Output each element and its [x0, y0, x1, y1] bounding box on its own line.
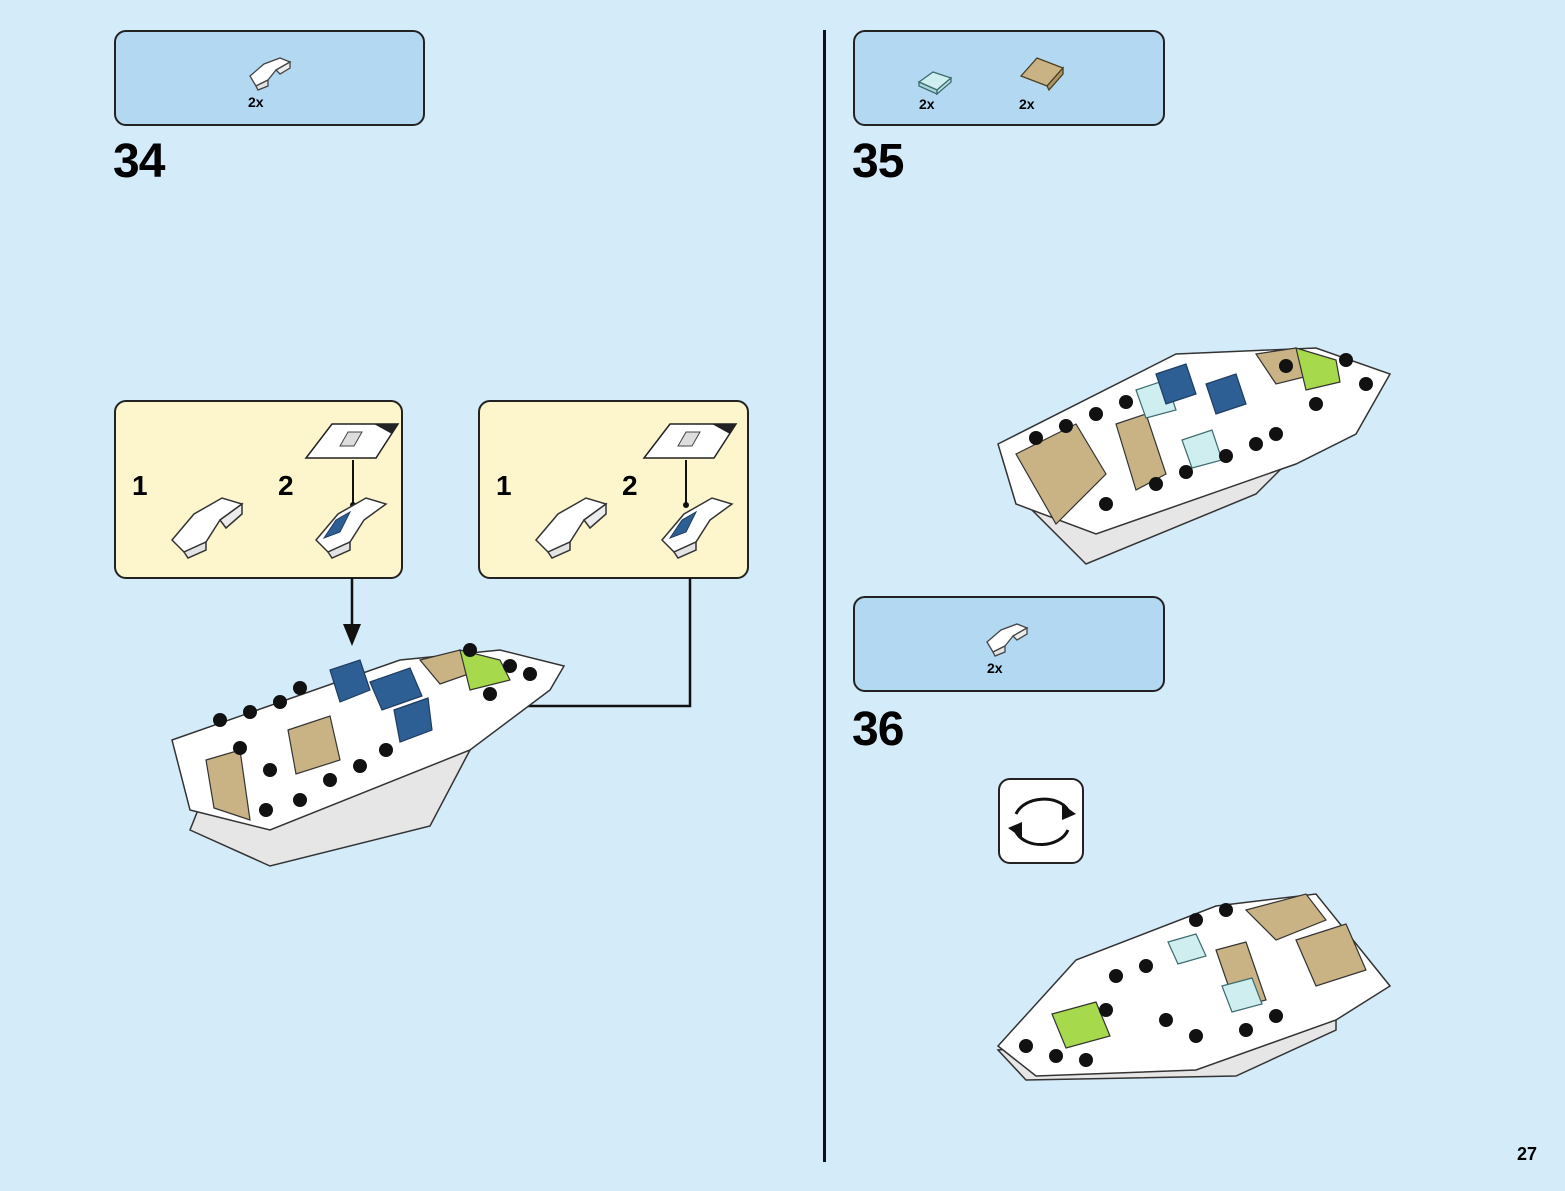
substep-number: 1 [496, 470, 512, 501]
sticker-sheet-icon [642, 423, 738, 459]
step-35-parts-box: 2x 2x [853, 30, 1165, 126]
boat-model-step-34 [171, 643, 566, 867]
boat-model-step-36 [996, 893, 1392, 1081]
submodel-box-left: 1 2 [114, 400, 403, 579]
part-quantity: 2x [987, 660, 1003, 676]
tan-slope-icon [1019, 57, 1065, 92]
stickered-slope-brick-icon [314, 497, 388, 559]
sticker-leader-line [683, 460, 689, 508]
substep-number: 2 [622, 470, 638, 501]
step-number: 36 [852, 703, 904, 756]
step-number: 34 [113, 135, 165, 188]
step-36-parts-box: 2x [853, 596, 1165, 692]
boat-model-step-35 [997, 347, 1392, 565]
part-quantity: 2x [919, 96, 935, 112]
white-slope-brick-icon [249, 57, 292, 91]
stickered-slope-brick-icon [660, 497, 734, 559]
part-quantity: 2x [248, 94, 264, 110]
part-quantity: 2x [1019, 96, 1035, 112]
substep-number: 1 [132, 470, 148, 501]
white-slope-brick-icon [986, 623, 1029, 657]
page-number: 27 [1516, 1144, 1537, 1164]
substep-number: 2 [278, 470, 294, 501]
submodel-box-right: 1 2 [478, 400, 749, 579]
transparent-tile-icon [917, 71, 953, 96]
page-divider [823, 30, 826, 1162]
step-34-parts-box: 2x [114, 30, 425, 126]
rotate-model-icon [998, 778, 1084, 864]
step-number: 35 [852, 135, 904, 188]
sticker-sheet-icon [304, 423, 400, 459]
white-slope-brick-icon [170, 497, 244, 559]
white-slope-brick-icon [534, 497, 608, 559]
